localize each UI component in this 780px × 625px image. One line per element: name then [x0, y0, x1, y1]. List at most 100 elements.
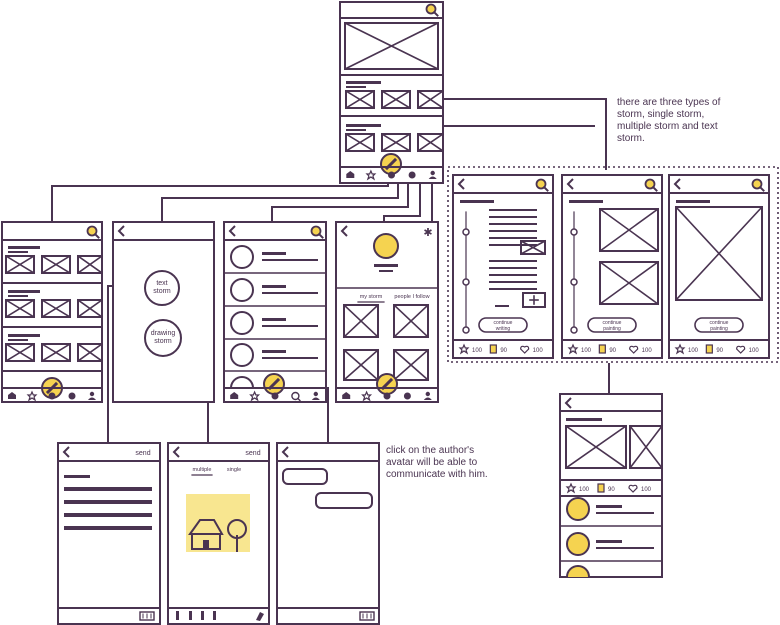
text-line [596, 540, 622, 543]
search-icon[interactable] [86, 225, 100, 239]
text-line [262, 292, 318, 294]
storm-types-group-outline [447, 166, 779, 363]
user-icon[interactable] [430, 170, 435, 176]
back-icon[interactable] [457, 178, 465, 190]
star-icon[interactable] [674, 343, 686, 355]
continue-button-shape[interactable] [694, 317, 744, 333]
image-placeholder [598, 260, 660, 306]
search-icon[interactable] [310, 225, 324, 239]
text-line [346, 124, 381, 127]
avatar[interactable] [566, 497, 590, 521]
home-icon[interactable] [342, 392, 351, 399]
book-icon[interactable] [489, 344, 497, 354]
text-line [489, 223, 537, 225]
drawing-storm-circle[interactable] [144, 319, 182, 357]
user-icon-body [311, 397, 320, 400]
heart-icon[interactable] [736, 345, 746, 354]
keyboard-icon[interactable] [139, 611, 155, 621]
image-placeholder-cross [40, 298, 72, 319]
timeline-node [462, 326, 470, 334]
text-line [262, 252, 286, 255]
star-icon[interactable] [365, 169, 377, 181]
back-icon-chevron [340, 225, 348, 237]
image-placeholder-frame [345, 133, 375, 152]
continue-button-shape[interactable] [478, 317, 528, 333]
plus-icon[interactable] [522, 292, 546, 308]
book-icon[interactable] [705, 344, 713, 354]
text-storm-circle[interactable] [144, 270, 180, 306]
book-icon[interactable] [598, 344, 606, 354]
back-icon[interactable] [566, 178, 574, 190]
search-icon-handle [651, 185, 658, 192]
house-tree-illustration [186, 494, 250, 552]
search-icon[interactable] [644, 178, 658, 192]
home-icon[interactable] [230, 392, 239, 399]
search-icon[interactable] [535, 178, 549, 192]
back-icon[interactable] [62, 446, 70, 458]
dot-icon[interactable] [68, 392, 76, 400]
search-icon[interactable] [425, 3, 439, 17]
star-icon[interactable] [361, 390, 373, 402]
search-icon[interactable] [751, 178, 765, 192]
back-icon[interactable] [281, 446, 289, 458]
image-placeholder-frame [5, 255, 35, 274]
avatar[interactable] [566, 532, 590, 556]
stat-comments: 90 [609, 348, 616, 354]
home-icon[interactable] [8, 392, 16, 399]
dot-icon[interactable] [388, 171, 395, 179]
back-icon[interactable] [228, 225, 236, 237]
heart-icon[interactable] [520, 345, 530, 354]
plus-icon-frame[interactable] [522, 292, 546, 308]
image-placeholder-frame [77, 343, 103, 362]
pencil-tool[interactable] [256, 612, 264, 621]
keyboard-icon[interactable] [359, 611, 375, 621]
text-line [566, 418, 602, 421]
heart-icon[interactable] [628, 484, 638, 493]
chat-bubble-outgoing [315, 492, 373, 509]
image-placeholder [342, 303, 380, 339]
dot-icon[interactable] [48, 392, 56, 400]
search-icon[interactable] [291, 391, 300, 401]
pencil-icon[interactable] [263, 373, 285, 395]
dot-icon[interactable] [408, 171, 416, 179]
heart-icon[interactable] [629, 345, 639, 354]
user-icon[interactable] [425, 391, 430, 397]
dot-icon[interactable] [403, 392, 411, 400]
star-icon[interactable] [458, 343, 470, 355]
image-placeholder [519, 239, 547, 256]
image-placeholder-cross [4, 298, 36, 319]
back-icon[interactable] [117, 225, 125, 237]
search-icon-lens [751, 178, 763, 190]
back-icon[interactable] [172, 446, 180, 458]
book-icon[interactable] [597, 483, 605, 493]
star-icon[interactable] [249, 390, 261, 402]
home-icon[interactable] [346, 171, 355, 178]
star-icon[interactable] [26, 390, 38, 402]
pencil-icon[interactable] [376, 373, 398, 395]
continue-button-shape[interactable] [587, 317, 637, 333]
pencil-icon[interactable] [380, 153, 402, 175]
chat-bubble-incoming [282, 468, 328, 485]
back-icon[interactable] [564, 397, 572, 409]
drawing-tools[interactable] [176, 611, 264, 621]
star-icon[interactable] [567, 343, 579, 355]
image-placeholder-cross [380, 89, 412, 110]
text-line [489, 237, 537, 239]
star-icon[interactable] [565, 482, 577, 494]
back-icon[interactable] [340, 225, 348, 237]
text-line [262, 285, 286, 288]
settings-icon[interactable]: ✱ [423, 227, 432, 239]
text-line [489, 288, 537, 290]
user-icon[interactable] [89, 391, 95, 397]
dot-icon[interactable] [383, 392, 391, 400]
user-icon[interactable] [313, 391, 318, 397]
back-icon[interactable] [673, 178, 681, 190]
dot-icon[interactable] [271, 392, 279, 400]
